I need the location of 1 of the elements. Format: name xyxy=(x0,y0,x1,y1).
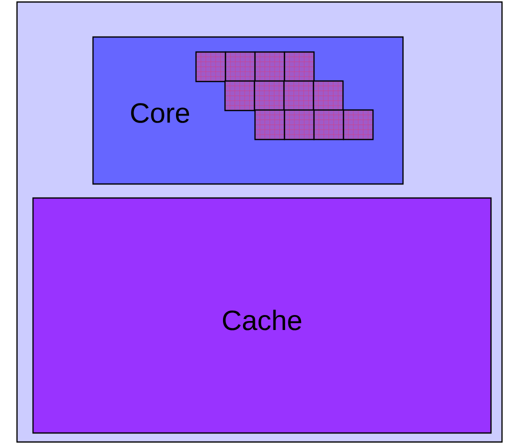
cache-box: Cache xyxy=(32,197,492,434)
